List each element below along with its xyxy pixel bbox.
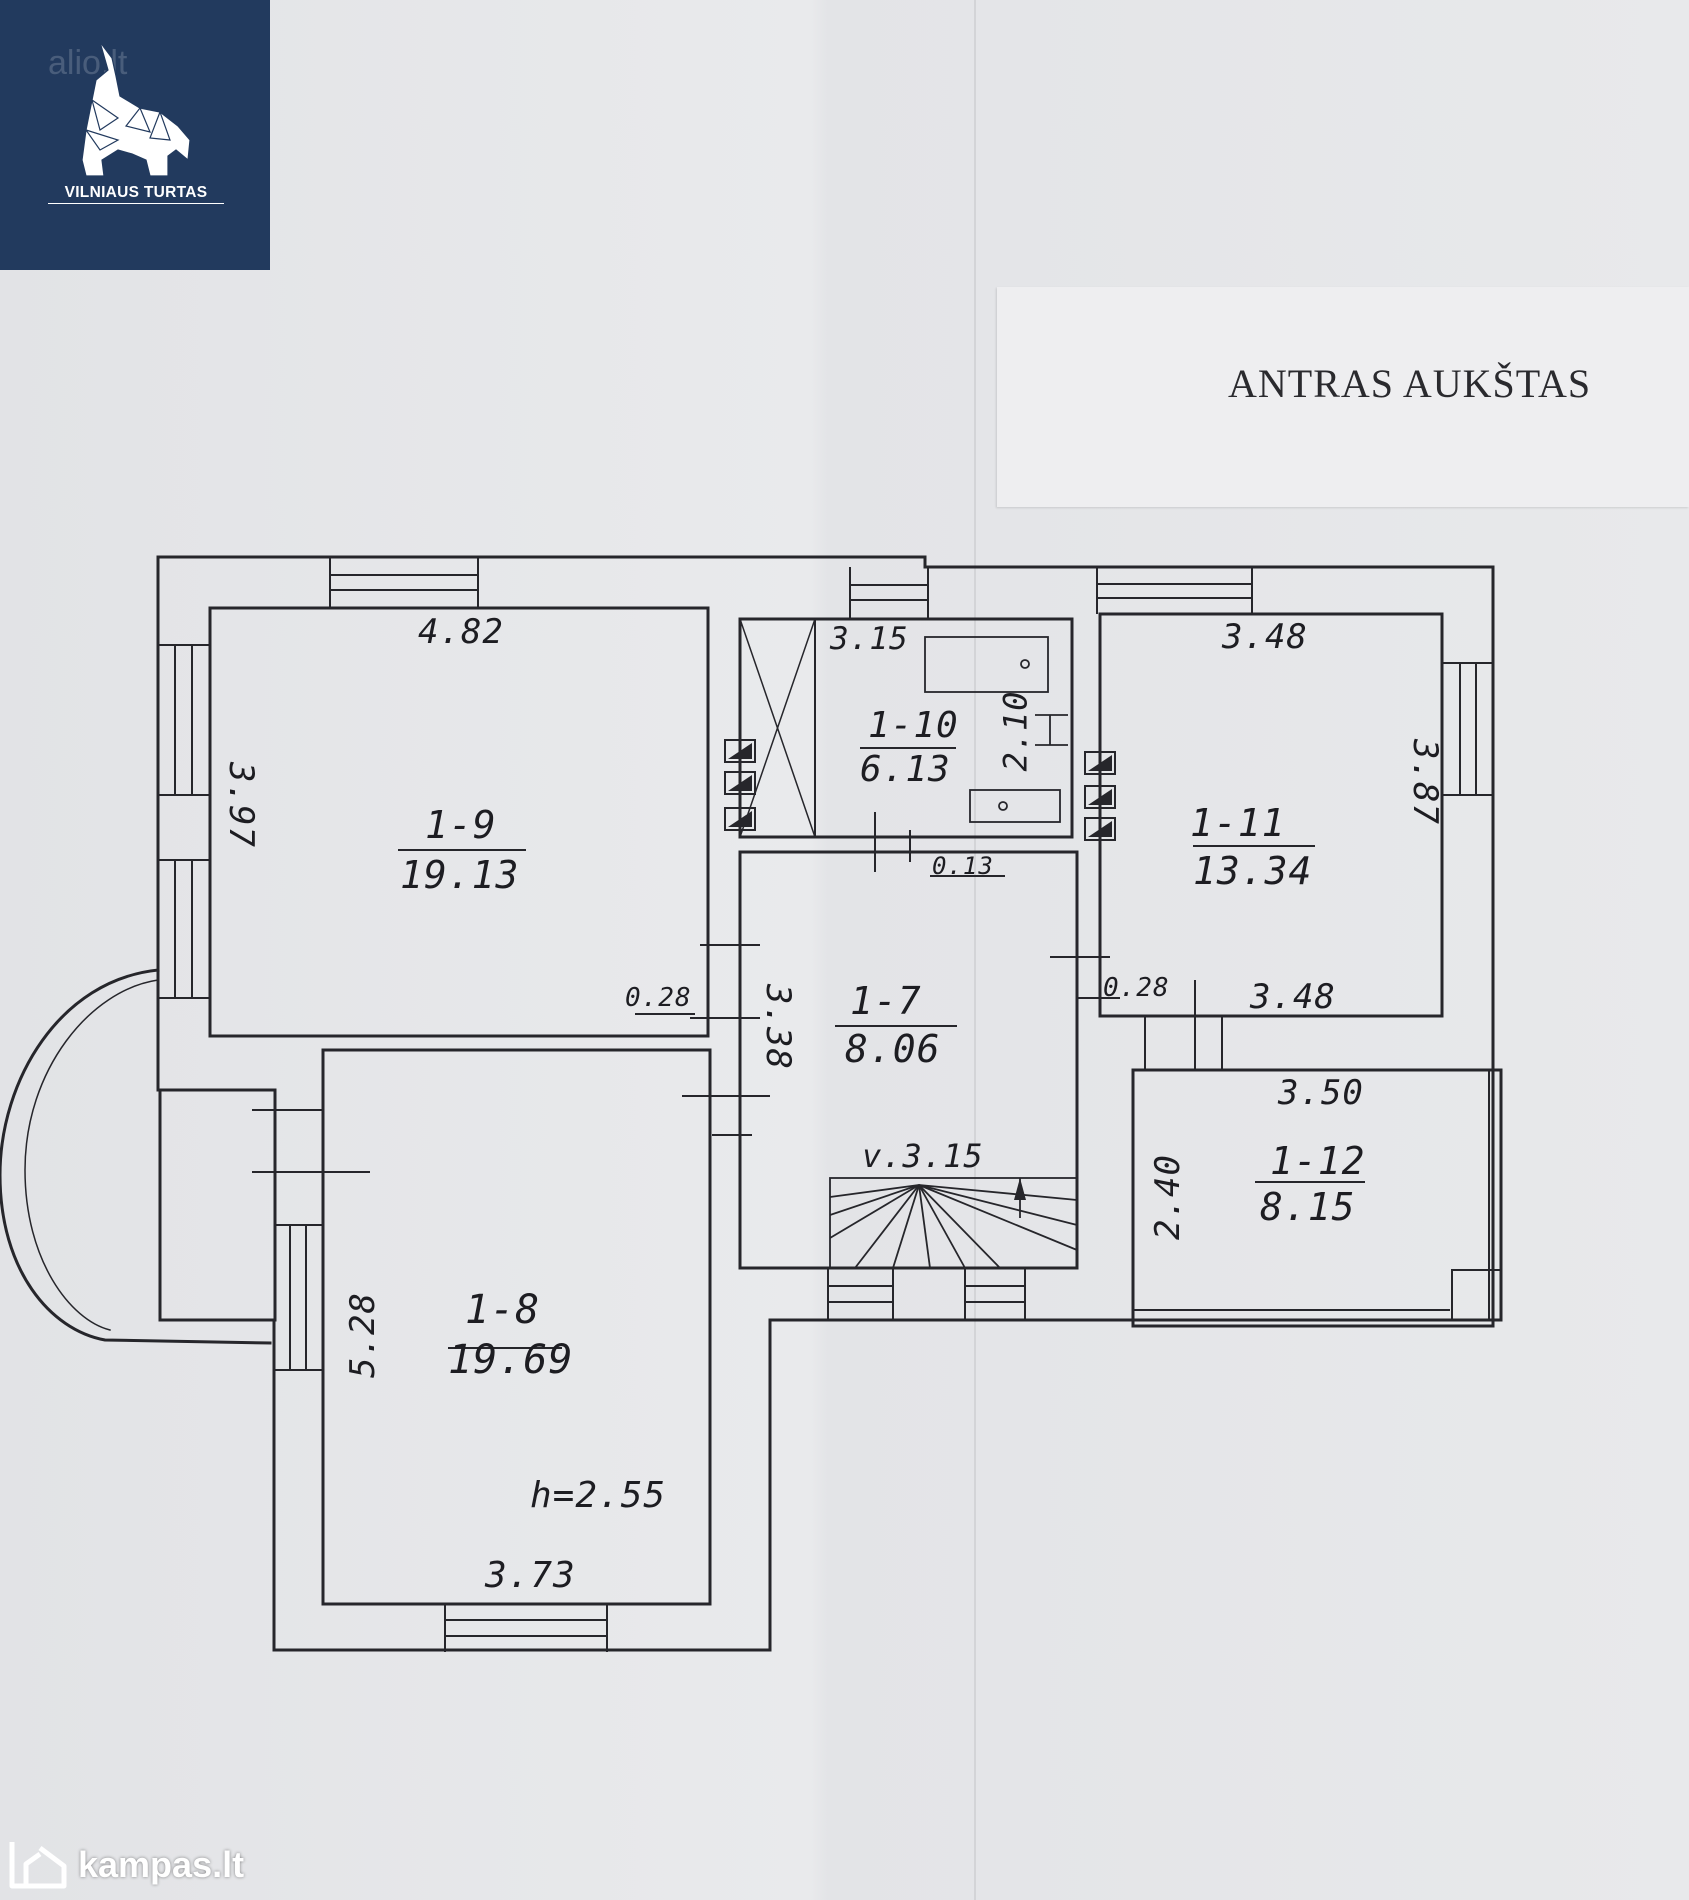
room-1-9-area: 19.13 [400, 853, 520, 897]
room-1-7-id: 1-7 [850, 979, 922, 1023]
dim-wall-left: 0.28 [625, 983, 692, 1013]
room-1-7-area: 8.06 [845, 1027, 941, 1071]
vent-blocks [724, 739, 1116, 841]
room-1-12-area: 8.15 [1260, 1185, 1356, 1229]
stair-arrow [1014, 1178, 1026, 1200]
dim-1-8-width: 3.73 [485, 1555, 576, 1596]
label-underlines [398, 747, 1365, 1349]
room-1-9-id: 1-9 [425, 803, 497, 847]
doors [252, 812, 1223, 1173]
room-1-11-area: 13.34 [1193, 849, 1313, 893]
balcony-arc [0, 968, 272, 1345]
room-1-11-outline [1098, 612, 1444, 1018]
dim-1-10-width: 3.15 [830, 621, 909, 657]
title-label-paper [997, 287, 1689, 507]
room-1-10-outline [738, 617, 1074, 839]
kampas-logo-icon [9, 1842, 67, 1889]
ceiling-height: h=2.55 [530, 1475, 667, 1516]
bathroom-fixtures [924, 636, 1068, 823]
dim-wall-right: 0.28 [1103, 973, 1170, 1003]
dim-1-11-width-top: 3.48 [1222, 617, 1308, 657]
dim-1-7-depth: 3.38 [757, 984, 798, 1070]
paper-fold [974, 0, 976, 1900]
windows [158, 557, 1502, 1652]
dim-1-12-width: 3.50 [1278, 1073, 1364, 1113]
room-1-8-outline [321, 1048, 712, 1606]
dim-1-9-width: 4.82 [418, 612, 504, 652]
wolf-icon [81, 41, 191, 177]
dim-1-12-depth: 2.40 [1147, 1154, 1188, 1240]
dim-1-9-depth: 3.97 [220, 762, 261, 848]
room-1-8-area: 19.69 [448, 1337, 574, 1383]
room-1-11-id: 1-11 [1190, 801, 1286, 845]
dim-1-11-depth: 3.87 [1404, 739, 1445, 825]
dim-stair: v.3.15 [862, 1137, 984, 1175]
room-1-10-area: 6.13 [860, 749, 951, 790]
outer-walls [156, 555, 1495, 1652]
dim-1-8-depth: 5.28 [342, 1292, 383, 1378]
room-1-8-id: 1-8 [465, 1287, 541, 1333]
room-1-10-id: 1-10 [868, 705, 959, 746]
room-1-12-id: 1-12 [1270, 1139, 1366, 1183]
staircase [829, 1177, 1078, 1269]
dim-1-10-gap: 0.13 [932, 852, 994, 880]
room-1-9-outline [208, 606, 710, 1038]
logo-brand-text: VILNIAUS TURTAS [48, 184, 224, 204]
dim-1-10-depth: 2.10 [996, 690, 1035, 772]
kampas-brand-text: kampas.lt [78, 1844, 245, 1885]
room-1-12-outline [1131, 1068, 1503, 1322]
floor-title: ANTRAS AUKŠTAS [1228, 361, 1592, 406]
vilniaus-turtas-logo: alio.lt VILNIAUS TURTAS [0, 0, 270, 270]
kampas-watermark: kampas.lt [0, 1836, 260, 1892]
dim-1-11-width-bottom: 3.48 [1250, 977, 1336, 1017]
